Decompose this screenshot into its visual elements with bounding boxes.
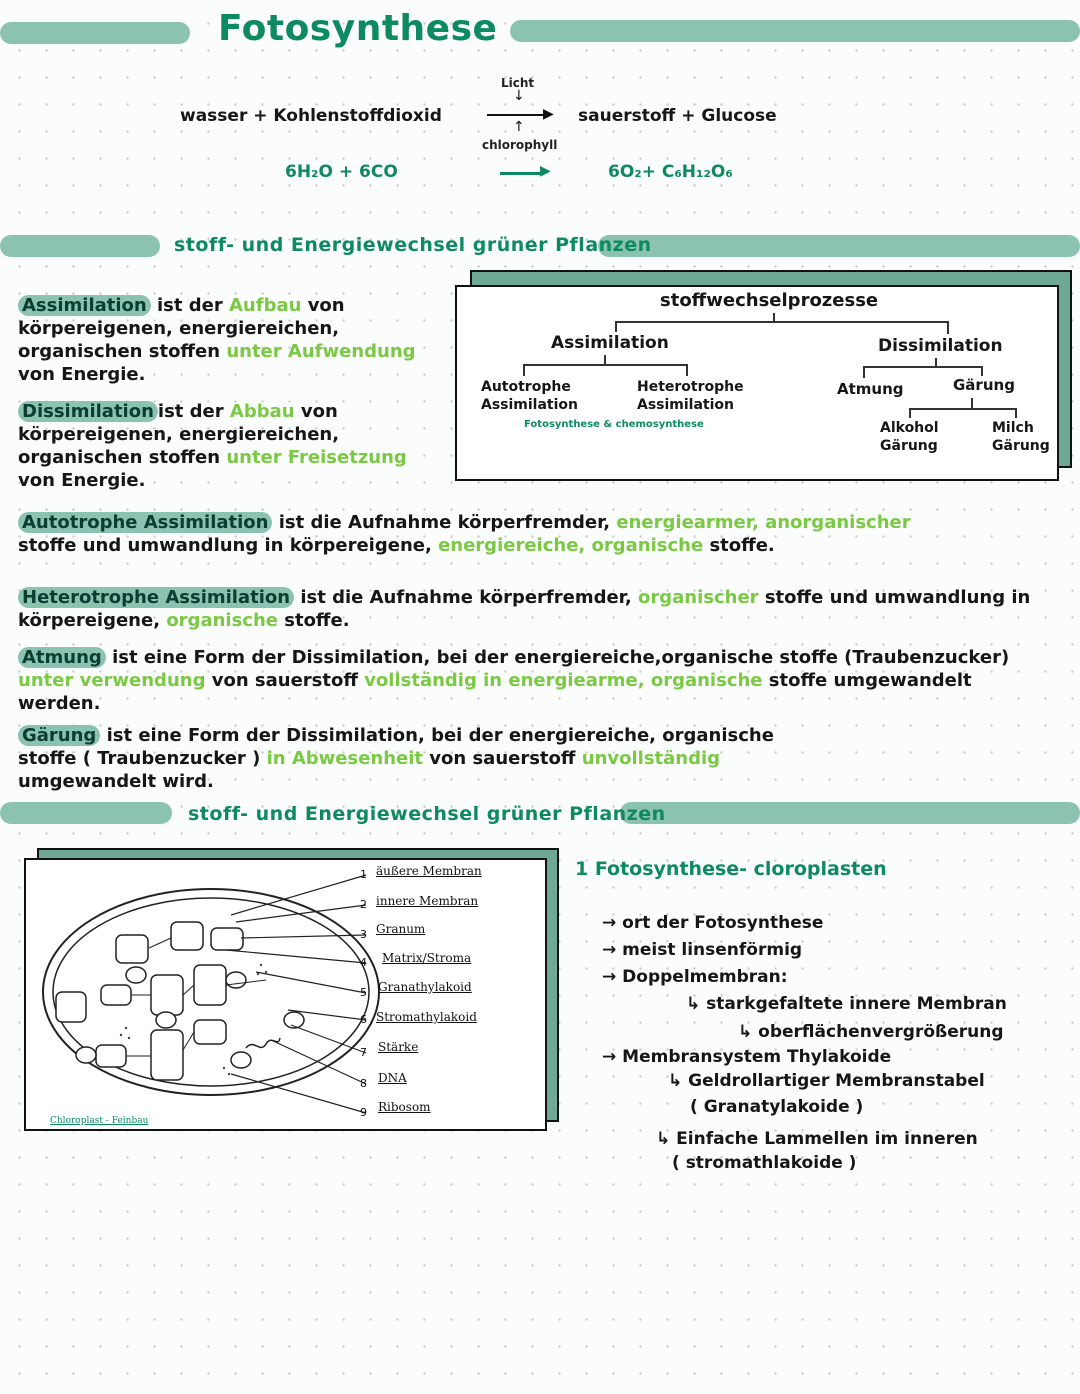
arrow-head-icon: ▶ [543, 106, 554, 122]
word-equation-left: wasser + Kohlenstoffdioxid [180, 106, 442, 126]
label-staerke: Stärke [378, 1040, 419, 1054]
arrow-label-licht: Licht [501, 76, 535, 90]
section2-bar-left [0, 802, 172, 824]
autotrophe-definition: Autotrophe Assimilation ist die Aufnahme… [18, 512, 911, 556]
label-number-8: 8 [360, 1077, 367, 1090]
label-innere-membran: innere Membran [376, 894, 479, 908]
tree-note: Fotosynthese & chemosynthese [524, 419, 704, 430]
formula-left: 6H₂O + 6CO [285, 162, 398, 182]
arrow-down-icon: ↓ [513, 88, 525, 104]
point-ort: → ort der Fotosynthese [602, 913, 824, 933]
label-number-5: 5 [360, 986, 367, 999]
label-ribosom: Ribosom [378, 1100, 431, 1114]
header-bar-right [510, 20, 1080, 42]
chloroplast-heading: 1 Fotosynthese- cloroplasten [575, 858, 887, 880]
atmung-term: Atmung [18, 647, 106, 668]
label-number-7: 7 [360, 1046, 367, 1059]
tree-gaerung: Gärung [953, 376, 1015, 394]
label-aeussere-membran: äußere Membran [376, 864, 482, 878]
arrow-up-icon: ↑ [513, 119, 525, 135]
label-number-4: 4 [360, 956, 367, 969]
chloroplast-figure: 1 2 3 4 5 6 7 8 9 äußere Membran innere … [24, 858, 547, 1131]
heterotrophe-definition: Heterotrophe Assimilation ist die Aufnah… [18, 587, 1031, 631]
assimilation-definition: Assimilation ist der Aufbau von körperei… [18, 295, 416, 385]
point-oberflaeche: ↳ oberflächenvergrößerung [738, 1022, 1004, 1042]
point-gefaltet: ↳ starkgefaltete innere Membran [686, 994, 1007, 1014]
arrow-label-chlorophyll: chlorophyll [482, 138, 558, 152]
autotrophe-term: Autotrophe Assimilation [18, 512, 273, 533]
header-bar-left [0, 22, 190, 44]
tree-atmung: Atmung [837, 380, 904, 398]
point-geldrolle: ↳ Geldrollartiger Membranstabel [668, 1071, 985, 1091]
gaerung-term: Gärung [18, 725, 101, 746]
metabolism-tree-box [455, 285, 1059, 481]
word-equation-right: sauerstoff + Glucose [578, 106, 777, 126]
reaction-arrow [487, 114, 547, 116]
chloroplast-diagram [42, 874, 380, 1114]
tree-assimilation: Assimilation [551, 333, 669, 353]
label-stromathylakoid: Stromathylakoid [376, 1010, 477, 1024]
label-number-1: 1 [360, 868, 367, 881]
page-title: Fotosynthese [218, 8, 498, 49]
point-stromathlakoide: ( stromathlakoide ) [672, 1153, 857, 1173]
point-thylakoide: → Membransystem Thylakoide [602, 1047, 892, 1067]
gaerung-definition: Gärung ist eine Form der Dissimilation, … [18, 725, 774, 792]
point-doppelmembran: → Doppelmembran: [602, 967, 788, 987]
section1-bar-right [598, 235, 1080, 257]
point-lammellen: ↳ Einfache Lammellen im inneren [656, 1129, 978, 1149]
label-granum: Granum [376, 922, 426, 936]
section2-bar-right [620, 802, 1080, 824]
heterotrophe-term: Heterotrophe Assimilation [18, 587, 295, 608]
label-dna: DNA [378, 1071, 407, 1085]
section1-title: stoff- und Energiewechsel grüner Pflanze… [174, 234, 652, 256]
label-number-6: 6 [360, 1013, 367, 1026]
label-matrix-stroma: Matrix/Stroma [382, 951, 472, 965]
point-linsenfoermig: → meist linsenförmig [602, 940, 803, 960]
assimilation-term: Assimilation [18, 295, 151, 316]
formula-right: 6O₂+ C₆H₁₂O₆ [608, 162, 733, 182]
label-number-3: 3 [360, 928, 367, 941]
section1-bar-left [0, 235, 160, 257]
label-granathylakoid: Granathylakoid [378, 980, 472, 994]
formula-arrow [500, 172, 544, 175]
label-number-2: 2 [360, 898, 367, 911]
atmung-definition: Atmung ist eine Form der Dissimilation, … [18, 647, 1010, 714]
label-number-9: 9 [360, 1106, 367, 1119]
figure-caption: Chloroplast - Feinbau [50, 1116, 149, 1126]
formula-arrow-head-icon: ▶ [540, 163, 551, 179]
tree-dissimilation: Dissimilation [878, 336, 1003, 356]
tree-root: stoffwechselprozesse [660, 290, 879, 311]
section2-title: stoff- und Energiewechsel grüner Pflanze… [188, 803, 666, 825]
dissimilation-term: Dissimilation [18, 401, 158, 422]
point-granatylakoide: ( Granatylakoide ) [690, 1097, 864, 1117]
